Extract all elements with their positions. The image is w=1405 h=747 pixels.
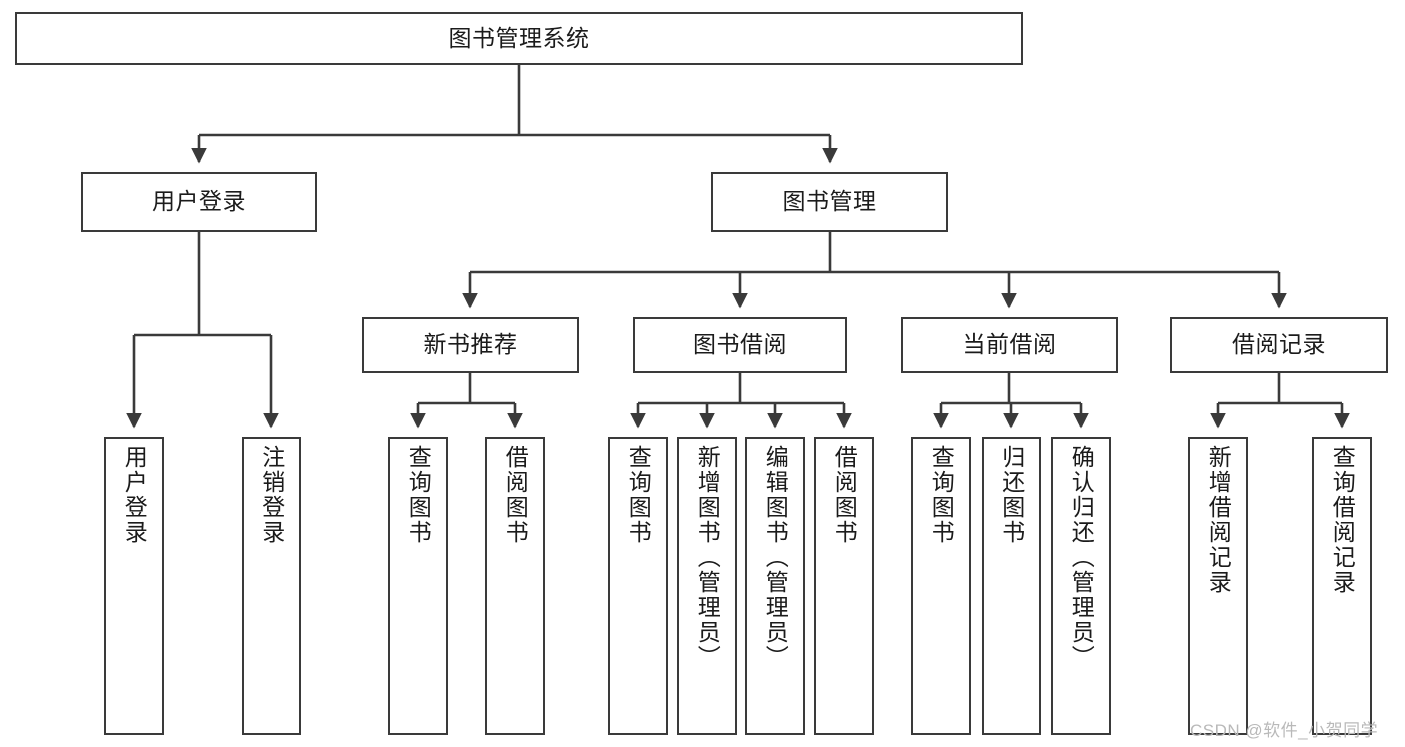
leaf-node[interactable]: 归还图书 [982,437,1041,735]
node-new-book-recommend[interactable]: 新书推荐 [362,317,579,373]
leaf-node[interactable]: 查询借阅记录 [1312,437,1372,735]
node-book-management-label: 图书管理 [782,188,877,215]
node-current-borrow[interactable]: 当前借阅 [901,317,1118,373]
leaf-node-label: 归还图书 [998,445,1025,545]
node-root[interactable]: 图书管理系统 [15,12,1023,65]
leaf-node[interactable]: 查询图书 [911,437,971,735]
leaf-node[interactable]: 确认归还（管理员） [1051,437,1111,735]
leaf-node-label: 查询图书 [405,445,432,545]
leaf-node[interactable]: 借阅图书 [814,437,874,735]
node-book-borrow-label: 图书借阅 [693,331,787,358]
leaf-node-label: 查询图书 [625,445,652,545]
leaf-node-label: 编辑图书（管理员） [762,445,789,670]
leaf-node-label: 用户登录 [121,445,148,545]
leaf-node[interactable]: 新增图书（管理员） [677,437,737,735]
csdn-watermark: CSDN @软件_小贺同学 [1190,721,1379,740]
node-user-login-label: 用户登录 [152,188,246,215]
leaf-node-label: 借阅图书 [831,445,858,545]
leaf-node[interactable]: 查询图书 [388,437,448,735]
node-new-book-recommend-label: 新书推荐 [423,331,518,358]
leaf-node-label: 新增借阅记录 [1205,445,1232,595]
node-current-borrow-label: 当前借阅 [962,331,1057,358]
leaf-node-label: 确认归还（管理员） [1068,445,1095,670]
leaf-node[interactable]: 新增借阅记录 [1188,437,1248,735]
node-borrow-record[interactable]: 借阅记录 [1170,317,1388,373]
node-root-label: 图书管理系统 [448,24,590,51]
node-book-borrow[interactable]: 图书借阅 [633,317,847,373]
leaf-node[interactable]: 借阅图书 [485,437,545,735]
node-user-login[interactable]: 用户登录 [81,172,317,232]
leaf-node[interactable]: 查询图书 [608,437,668,735]
leaf-node-label: 查询借阅记录 [1329,445,1356,595]
leaf-node-label: 新增图书（管理员） [694,445,721,670]
leaf-node-label: 注销登录 [258,445,285,545]
leaf-node-label: 查询图书 [928,445,955,545]
node-borrow-record-label: 借阅记录 [1232,331,1326,358]
leaf-node-label: 借阅图书 [502,445,529,545]
node-book-management[interactable]: 图书管理 [711,172,948,232]
leaf-node[interactable]: 编辑图书（管理员） [745,437,805,735]
leaf-node[interactable]: 用户登录 [104,437,164,735]
leaf-node[interactable]: 注销登录 [242,437,301,735]
